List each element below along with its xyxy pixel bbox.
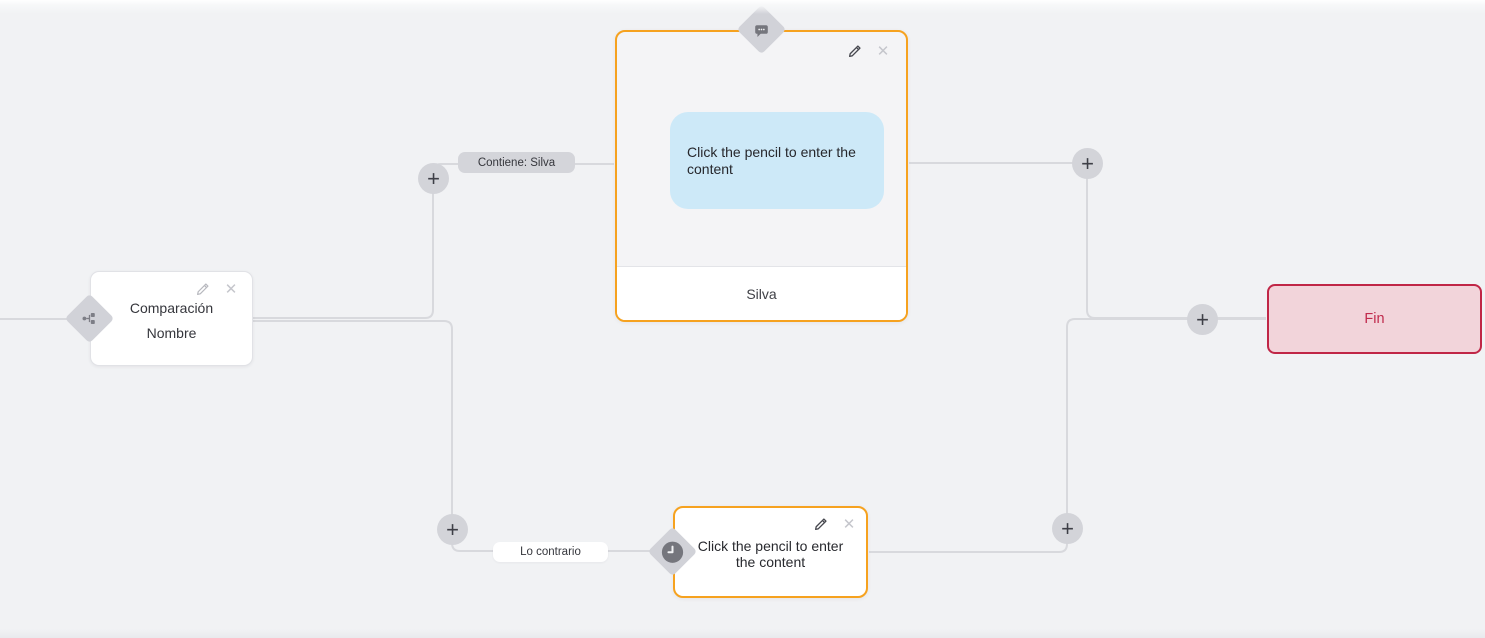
node-condition[interactable]: ✕ Comparación Nombre <box>90 271 253 366</box>
edit-pencil-icon[interactable] <box>812 516 828 532</box>
node-delay[interactable]: ✕ Click the pencil to enter the content <box>673 506 868 598</box>
add-step-button-before-end[interactable]: + <box>1187 304 1218 335</box>
clock-icon <box>661 540 685 564</box>
condition-text: Comparación Nombre <box>91 296 252 346</box>
edge-label-otherwise[interactable]: Lo contrario <box>493 542 608 562</box>
node-end[interactable]: Fin <box>1267 284 1482 354</box>
message-footer-label: Silva <box>617 266 906 320</box>
message-bubble: Click the pencil to enter the content <box>670 112 884 209</box>
message-type-diamond <box>736 4 787 55</box>
condition-branch-diamond <box>64 293 115 344</box>
sitemap-icon <box>81 310 98 327</box>
add-step-button-top-left[interactable]: + <box>418 163 449 194</box>
add-step-button-top-right[interactable]: + <box>1072 148 1103 179</box>
condition-variable: Nombre <box>146 325 197 341</box>
delay-placeholder: Click the pencil to enter the content <box>697 538 844 570</box>
close-icon[interactable]: ✕ <box>842 515 856 533</box>
node-message[interactable]: ✕ Click the pencil to enter the content … <box>615 30 908 322</box>
condition-title: Comparación <box>129 300 214 316</box>
add-step-button-bottom-right[interactable]: + <box>1052 513 1083 544</box>
close-icon[interactable]: ✕ <box>876 42 890 60</box>
chat-bubble-icon <box>753 21 771 39</box>
edit-pencil-icon[interactable] <box>846 43 862 59</box>
close-icon[interactable]: ✕ <box>224 280 238 298</box>
edge-label-contains[interactable]: Contiene: Silva <box>458 152 575 173</box>
add-step-button-bottom-left[interactable]: + <box>437 514 468 545</box>
delay-type-diamond <box>647 526 698 577</box>
edit-pencil-icon[interactable] <box>194 281 210 297</box>
